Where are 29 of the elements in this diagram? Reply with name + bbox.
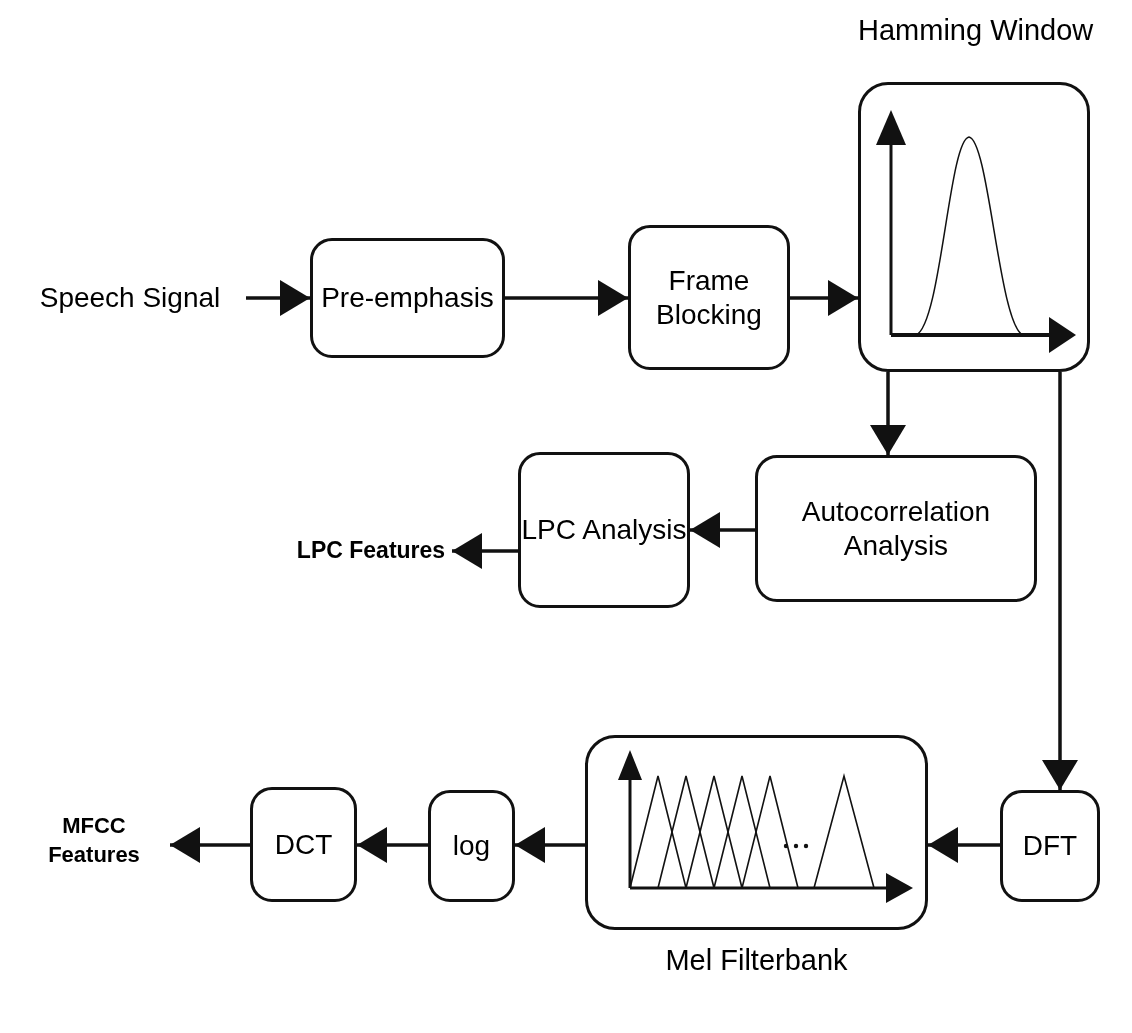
arrow xyxy=(246,280,310,316)
arrow xyxy=(170,827,250,863)
input-label: Speech Signal xyxy=(14,272,246,324)
arrow xyxy=(690,512,755,548)
process-box xyxy=(310,238,505,358)
arrow xyxy=(870,372,906,455)
process-box xyxy=(518,452,690,608)
arrow xyxy=(452,533,518,569)
box-label: Frame Blocking xyxy=(655,263,763,332)
arrow xyxy=(1042,372,1078,790)
box-label: DFT xyxy=(1022,829,1078,863)
box-label: Pre-emphasis xyxy=(321,281,494,315)
arrow xyxy=(505,280,628,316)
process-box xyxy=(250,787,357,902)
arrow xyxy=(928,827,1000,863)
block-heading: Mel Filterbank xyxy=(664,944,849,977)
arrow xyxy=(515,827,585,863)
output-label: MFCC Features xyxy=(18,805,170,877)
box-label: LPC Analysis xyxy=(521,513,687,547)
box-label: Autocorrelation Analysis xyxy=(800,494,992,563)
process-box xyxy=(1000,790,1100,902)
box-label: DCT xyxy=(274,827,333,862)
box-label: log xyxy=(452,829,491,863)
process-box xyxy=(755,455,1037,602)
process-box xyxy=(428,790,515,902)
arrow xyxy=(790,280,858,316)
arrow xyxy=(357,827,428,863)
process-box xyxy=(628,225,790,370)
output-label: LPC Features xyxy=(290,533,452,569)
